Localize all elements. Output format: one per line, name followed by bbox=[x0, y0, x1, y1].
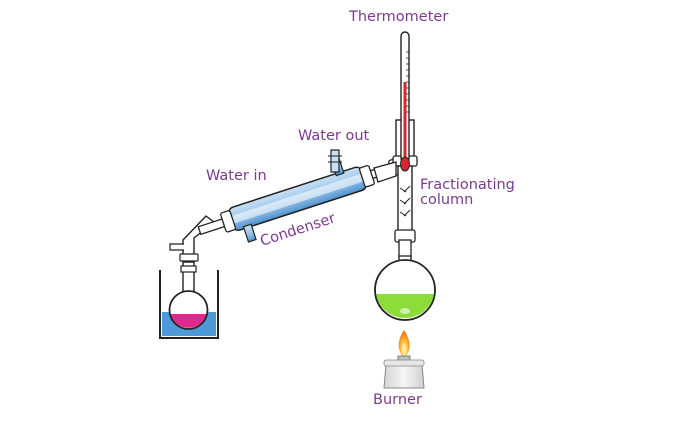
distillate-liquid bbox=[170, 314, 207, 328]
round-bottom-flask-icon bbox=[374, 255, 436, 321]
fractionating-column-icon bbox=[373, 119, 418, 261]
label-burner: Burner bbox=[373, 392, 422, 408]
receiving-flask-icon bbox=[168, 257, 209, 330]
label-thermometer: Thermometer bbox=[348, 9, 448, 25]
adapter-icon bbox=[169, 215, 215, 263]
thermometer-icon bbox=[400, 31, 410, 172]
mercury-column bbox=[403, 82, 407, 162]
flame-icon bbox=[398, 330, 410, 358]
label-water-in: Water in bbox=[206, 168, 267, 184]
label-water-out: Water out bbox=[298, 128, 370, 144]
condenser-icon bbox=[197, 154, 413, 243]
burner-icon bbox=[383, 355, 425, 389]
label-column: column bbox=[420, 192, 473, 208]
mixture-liquid bbox=[375, 294, 435, 319]
water-out-nozzle-icon bbox=[328, 149, 342, 173]
water-in-port bbox=[242, 223, 257, 243]
label-fractionating: Fractionating bbox=[420, 177, 515, 193]
